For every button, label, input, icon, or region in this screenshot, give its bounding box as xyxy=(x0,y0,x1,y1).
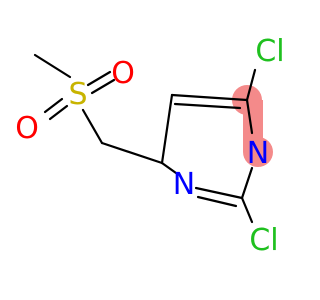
bond-c6-c5 xyxy=(160,93,174,165)
oxygen-atom-label: O xyxy=(15,111,39,146)
structure-diagram: S O O N N Cl Cl xyxy=(15,34,284,258)
bond-n3-c2 xyxy=(240,166,254,200)
bond-c2-cl xyxy=(240,196,254,224)
bond-s-o1-a xyxy=(86,70,112,87)
bond-s-o2-a xyxy=(43,97,64,114)
sulfur-atom-label: S xyxy=(68,77,87,112)
bond-methyl-s xyxy=(33,53,72,79)
chlorine-atom-label: Cl xyxy=(255,34,284,69)
atom-labels: S O O N N Cl Cl xyxy=(15,34,284,258)
bond-c4-cl xyxy=(245,68,257,102)
nitrogen-atom-label: N xyxy=(173,167,195,202)
bond-ch2-c6 xyxy=(100,141,164,165)
oxygen-atom-label: O xyxy=(111,56,135,91)
bond-c4-n3 xyxy=(245,98,254,135)
bond-n1-c6 xyxy=(160,161,178,175)
bond-s-ch2 xyxy=(81,108,104,145)
bond-s-o2-b xyxy=(48,104,69,121)
bond-c2-n1-b xyxy=(196,195,238,208)
molecule-canvas: S O O N N Cl Cl xyxy=(15,34,284,258)
bond-layer xyxy=(33,53,257,224)
bond-c5-c4-b xyxy=(173,102,242,110)
bond-s-o1-b xyxy=(90,78,116,95)
bond-c5-c4-a xyxy=(170,93,249,102)
chlorine-atom-label: Cl xyxy=(249,223,278,258)
bond-c2-n1-a xyxy=(194,186,244,200)
nitrogen-atom-label: N xyxy=(247,136,269,171)
